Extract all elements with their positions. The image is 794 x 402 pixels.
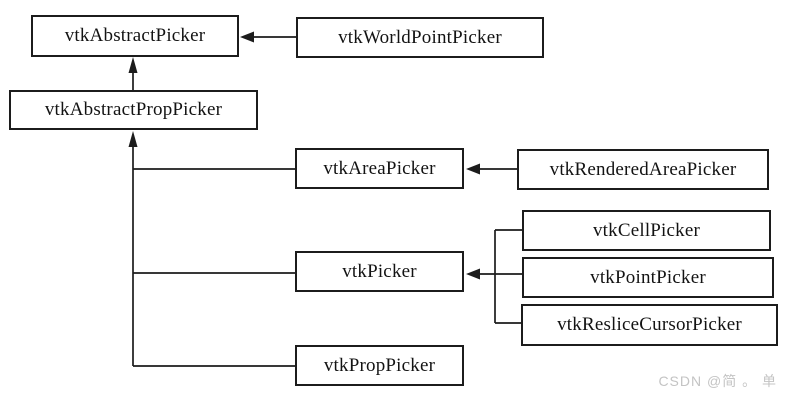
node-label: vtkAreaPicker (323, 157, 436, 179)
node-label: vtkRenderedAreaPicker (549, 158, 737, 180)
node-label: vtkCellPicker (592, 219, 701, 241)
node-label: vtkPropPicker (323, 354, 436, 376)
node-vtkrenderedareapicker: vtkRenderedAreaPicker (517, 149, 769, 190)
node-label: vtkAbstractPicker (64, 25, 206, 46)
node-vtkcellpicker: vtkCellPicker (522, 210, 771, 251)
node-label: vtkWorldPointPicker (338, 26, 502, 48)
node-label: vtkPointPicker (590, 266, 706, 288)
node-vtkworldpointpicker: vtkWorldPointPicker (296, 17, 544, 58)
node-vtkpointpicker: vtkPointPicker (522, 257, 774, 298)
arrowhead (466, 163, 480, 175)
node-vtkareapicker: vtkAreaPicker (295, 148, 464, 189)
arrowhead (466, 268, 480, 280)
node-vtkpicker: vtkPicker (295, 251, 464, 292)
node-label: vtkResliceCursorPicker (557, 314, 742, 335)
arrowhead (240, 31, 254, 43)
arrowhead (128, 131, 138, 147)
node-vtkreslicecursorpicker: vtkResliceCursorPicker (521, 304, 778, 346)
arrowhead (128, 57, 138, 73)
node-vtkabstractpicker: vtkAbstractPicker (31, 15, 239, 57)
node-vtkproppicker: vtkPropPicker (295, 345, 464, 386)
csdn-watermark: CSDN @简 。 单 (658, 373, 777, 389)
node-vtkabstractproppicker: vtkAbstractPropPicker (9, 90, 258, 130)
node-label: vtkAbstractPropPicker (44, 99, 223, 120)
node-label: vtkPicker (342, 260, 417, 282)
